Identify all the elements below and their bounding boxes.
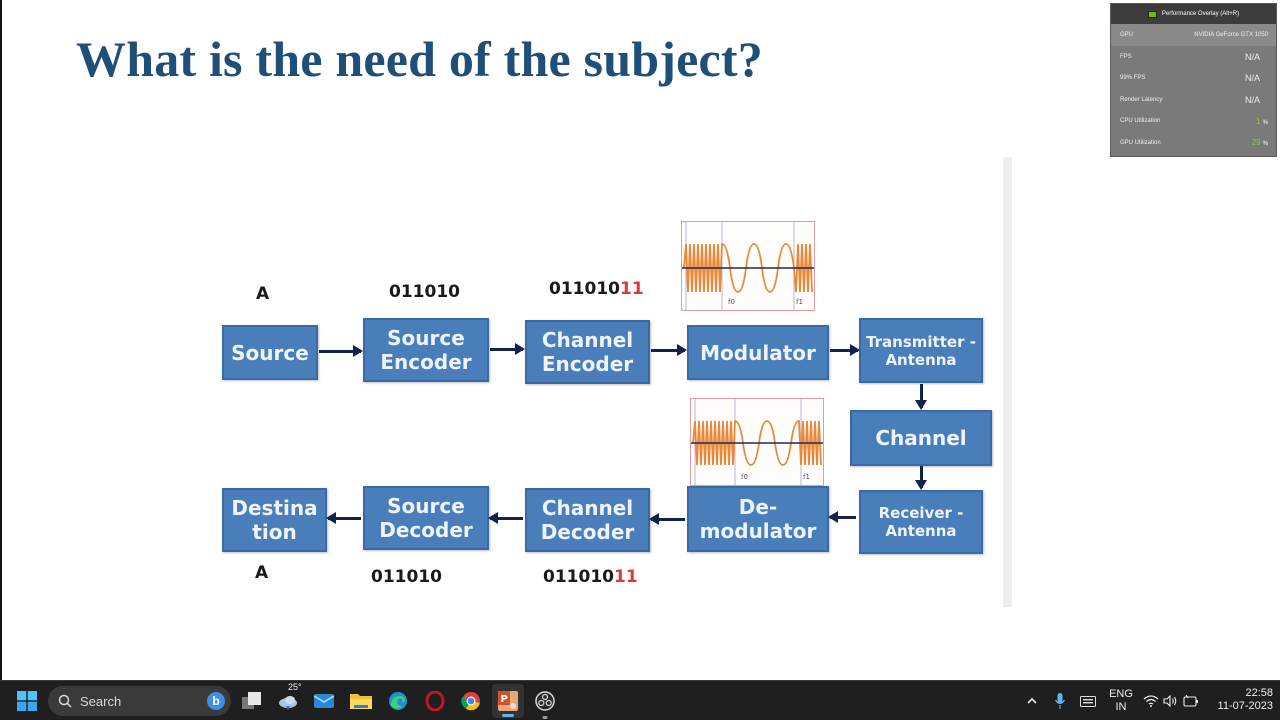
search-icon — [58, 694, 72, 708]
arrow-transmitter-to-channel — [915, 384, 927, 410]
volume-status[interactable] — [1161, 689, 1181, 713]
svg-text:P: P — [501, 694, 508, 705]
input-language-indicator[interactable]: ENG IN — [1109, 688, 1133, 713]
file-explorer-app[interactable] — [349, 689, 373, 713]
search-placeholder: Search — [80, 693, 122, 709]
battery-status[interactable] — [1181, 689, 1201, 713]
parity-bits: 11 — [613, 567, 638, 587]
slide-canvas: What is the need of the subject? A 01101… — [0, 0, 1012, 680]
windows-taskbar: Search b 25° — [0, 680, 1280, 720]
perf-row-render-latency: Render Latency N/A — [1120, 94, 1260, 105]
channel-encoded-bits-label: 01101011 — [549, 279, 644, 299]
task-view-icon — [242, 692, 261, 709]
wifi-icon — [1143, 695, 1159, 707]
block-source-encoder: Source Encoder — [363, 318, 489, 382]
arrow-encoder-to-channel-encoder — [490, 343, 525, 355]
chevron-up-icon — [1027, 697, 1037, 704]
arrow-channel-to-receiver — [915, 466, 927, 490]
active-app-indicator — [502, 714, 514, 717]
wifi-status[interactable] — [1141, 689, 1161, 713]
obs-studio-app[interactable] — [533, 689, 557, 719]
performance-overlay: Performance Overlay (Alt+R) GPU NVIDIA G… — [1110, 3, 1277, 157]
block-source: Source — [222, 325, 318, 380]
obs-icon — [535, 691, 555, 711]
perf-overlay-header: Performance Overlay (Alt+R) — [1111, 4, 1276, 24]
block-receiver-antenna: Receiver - Antenna — [859, 490, 983, 554]
show-hidden-icons-button[interactable] — [1023, 689, 1041, 713]
edge-browser[interactable] — [386, 689, 410, 713]
perf-row-gpu-utilization: GPU Utilization 29% — [1120, 138, 1268, 148]
weather-temperature: 25° — [288, 682, 302, 692]
f1-label: f1 — [803, 473, 810, 481]
start-button[interactable] — [15, 689, 39, 713]
nvidia-logo-icon — [1147, 10, 1157, 18]
mail-app[interactable] — [312, 689, 336, 713]
clock-date: 11-07-2023 — [1217, 700, 1273, 712]
task-view-button[interactable] — [240, 689, 264, 713]
microphone-icon — [1055, 693, 1065, 709]
slide-title: What is the need of the subject? — [76, 31, 763, 87]
clock[interactable]: 22:58 11-07-2023 — [1207, 687, 1273, 713]
battery-charging-icon — [1183, 695, 1198, 707]
chrome-icon — [461, 692, 480, 711]
block-demodulator: De- modulator — [687, 486, 829, 552]
perf-row-fps: FPS N/A — [1120, 51, 1260, 62]
chrome-browser[interactable] — [459, 689, 483, 713]
speaker-icon — [1163, 695, 1177, 707]
open-app-indicator — [542, 716, 548, 719]
mail-icon — [314, 694, 334, 708]
channel-decoded-bits-label: 01101011 — [543, 567, 638, 587]
powerpoint-app[interactable]: P — [492, 684, 524, 718]
diagram-image-edge — [1003, 157, 1012, 607]
keyboard-icon — [1080, 695, 1096, 707]
opera-icon — [425, 691, 445, 711]
opera-browser[interactable] — [423, 689, 447, 713]
block-channel-decoder: Channel Decoder — [525, 488, 650, 552]
f0-label: f0 — [728, 298, 735, 306]
perf-row-99-fps: 99% FPS N/A — [1120, 73, 1260, 84]
fsk-signal-graph-demodulator: f0 f1 — [690, 398, 824, 486]
source-symbol-label: A — [256, 284, 270, 304]
arrow-source-decoder-to-destination — [326, 512, 361, 524]
clock-time: 22:58 — [1245, 687, 1273, 699]
microphone-status[interactable] — [1051, 689, 1069, 713]
block-channel: Channel — [850, 410, 992, 466]
block-channel-encoder: Channel Encoder — [525, 320, 650, 384]
block-modulator: Modulator — [687, 325, 829, 380]
weather-cloud-icon — [279, 696, 297, 710]
fsk-signal-graph-modulator: f0 f1 — [681, 221, 815, 311]
touch-keyboard-button[interactable] — [1077, 689, 1099, 713]
f0-label: f0 — [741, 473, 748, 481]
arrow-source-to-encoder — [319, 345, 363, 357]
block-destination: Destina tion — [222, 488, 327, 552]
source-encoded-bits-label: 011010 — [389, 282, 460, 302]
arrow-modulator-to-transmitter — [830, 344, 860, 356]
arrow-receiver-to-demodulator — [828, 511, 856, 523]
perf-row-cpu-utilization: CPU Utilization 1% — [1120, 116, 1268, 126]
parity-bits: 11 — [619, 279, 644, 299]
f1-label: f1 — [796, 298, 803, 306]
edge-icon — [389, 692, 407, 710]
taskbar-search-box[interactable]: Search b — [48, 686, 231, 716]
perf-row-gpu: GPU NVIDIA GeForce GTX 1050 — [1111, 24, 1276, 46]
destination-symbol-label: A — [255, 563, 269, 583]
arrow-channel-encoder-to-modulator — [651, 344, 687, 356]
weather-widget[interactable]: 25° — [276, 682, 302, 713]
arrow-demodulator-to-channel-decoder — [649, 513, 685, 525]
source-decoded-bits-label: 011010 — [371, 567, 442, 587]
powerpoint-icon: P — [498, 691, 518, 711]
block-source-decoder: Source Decoder — [363, 486, 489, 550]
block-transmitter-antenna: Transmitter - Antenna — [859, 318, 983, 383]
windows-logo-icon — [17, 691, 37, 711]
folder-icon — [350, 694, 372, 709]
arrow-channel-decoder-to-source-decoder — [488, 512, 523, 524]
bing-icon[interactable]: b — [207, 692, 225, 710]
